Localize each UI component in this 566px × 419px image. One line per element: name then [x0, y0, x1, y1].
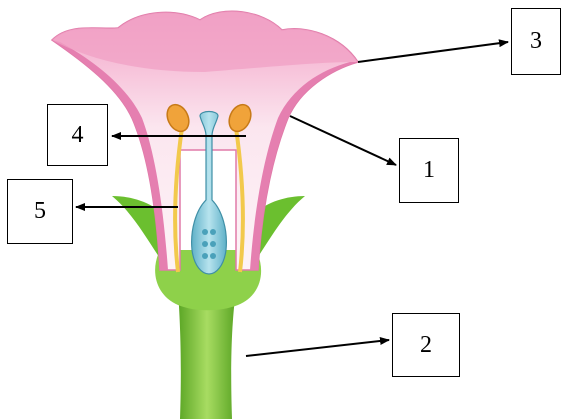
ovule — [202, 241, 208, 247]
ovule — [202, 229, 208, 235]
label-box-2: 2 — [392, 313, 460, 377]
arrow-3 — [358, 42, 508, 62]
label-box-1: 1 — [399, 138, 459, 203]
label-box-3: 3 — [511, 8, 561, 75]
ovule — [202, 253, 208, 259]
label-5-text: 5 — [34, 198, 46, 225]
label-box-4: 4 — [47, 104, 108, 166]
label-3-text: 3 — [530, 28, 542, 55]
ovule — [210, 229, 216, 235]
arrow-1 — [290, 116, 396, 165]
label-1-text: 1 — [423, 157, 435, 184]
ovule — [210, 241, 216, 247]
label-4-text: 4 — [72, 122, 84, 149]
label-2-text: 2 — [420, 332, 432, 359]
arrow-2 — [246, 340, 389, 356]
label-box-5: 5 — [7, 179, 73, 244]
ovule — [210, 253, 216, 259]
